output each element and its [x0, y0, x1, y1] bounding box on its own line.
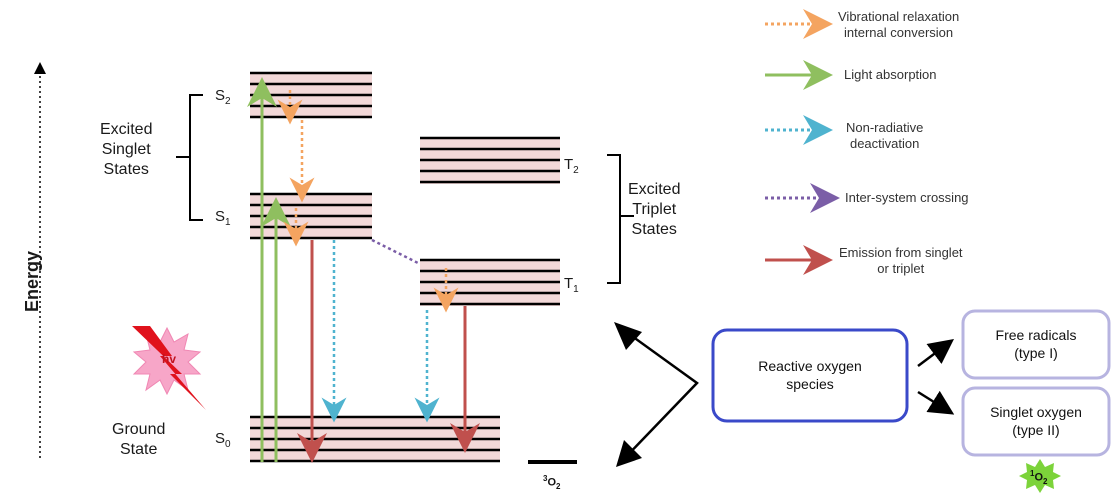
t2-level — [420, 136, 560, 184]
t1-level — [420, 258, 560, 306]
arrowhead-down — [616, 440, 642, 467]
triplet-oxygen-label: 3O2 — [543, 474, 561, 491]
lightning-bolt — [132, 326, 206, 410]
reactive-oxygen-text: Reactive oxygen species — [758, 358, 862, 392]
singlet-oxygen-text: Singlet oxygen (type II) — [990, 404, 1082, 438]
arrow-to-singlet-oxygen — [917, 390, 955, 415]
singlet-oxygen-burst — [1019, 459, 1061, 493]
legend-nonradiative-label: Non-radiative deactivation — [846, 120, 924, 151]
arrowhead-up — [614, 322, 642, 350]
s2-label: S2 — [215, 87, 231, 107]
reactive-oxygen-box — [711, 328, 909, 423]
free-radicals-box — [961, 309, 1111, 380]
triplet-bracket — [607, 154, 634, 284]
excited-triplet-label: Excited Triplet States — [628, 181, 681, 238]
excited-singlet-label: Excited Singlet States — [100, 121, 153, 178]
legend-isc-label: Inter-system crossing — [845, 190, 969, 205]
t1-label: T1 — [564, 275, 579, 295]
legend-emission-label: Emission from singlet or triplet — [839, 245, 963, 276]
energy-axis-label: Energy — [22, 250, 42, 312]
s2-level — [250, 71, 372, 119]
s0-label: S0 — [215, 430, 231, 450]
s1-label: S1 — [215, 208, 231, 228]
singlet-oxygen-symbol: 1O2 — [1030, 469, 1048, 486]
arrow-to-free-radicals — [917, 339, 954, 367]
legend-relaxation-label: Vibrational relaxation internal conversi… — [838, 9, 960, 40]
isc-arrow — [371, 238, 419, 265]
legend-absorption-label: Light absorption — [844, 67, 937, 82]
ground-state-label: Ground State — [112, 421, 166, 458]
ros-link-arrows — [617, 324, 699, 464]
free-radicals-text: Free radicals (type I) — [995, 327, 1077, 361]
singlet-oxygen-box — [961, 386, 1111, 457]
photon-label: hv — [162, 352, 177, 366]
s0-level — [250, 415, 500, 463]
t2-label: T2 — [564, 156, 579, 176]
singlet-bracket — [176, 94, 203, 221]
s1-level — [250, 192, 372, 240]
